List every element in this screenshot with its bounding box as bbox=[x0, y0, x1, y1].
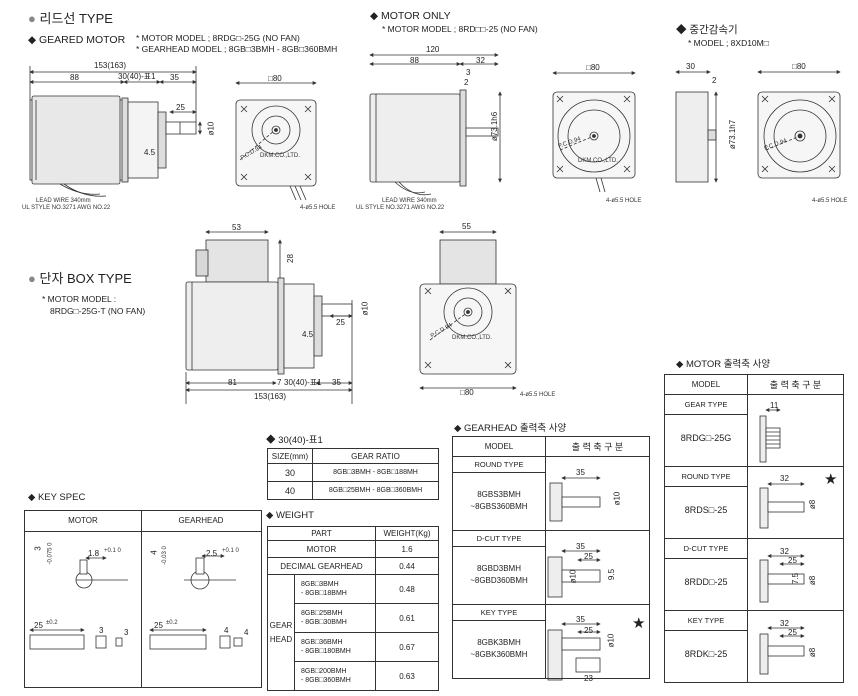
dim-35d: 35 bbox=[332, 378, 341, 387]
dim-55: 55 bbox=[462, 222, 471, 231]
bullet-dot-icon: ● bbox=[28, 11, 36, 26]
brand-label-d: DKM.CO.,LTD. bbox=[452, 335, 492, 341]
gear-ratio-table: SIZE(mm) GEAR RATIO 30 8GB□3BMH - 8GB□18… bbox=[267, 448, 439, 500]
table-row: GEAR TYPE 8RDG□-25G bbox=[664, 394, 844, 467]
terminal-box-model-2: 8RDG□-25G-T (NO FAN) bbox=[50, 306, 146, 316]
lead-wire-type-heading: ● 리드선 TYPE bbox=[28, 11, 113, 26]
dim-81: 81 bbox=[228, 378, 237, 387]
dim-120: 120 bbox=[426, 45, 440, 54]
motor-shaft-title: ◆ MOTOR 출력축 사양 bbox=[676, 359, 771, 370]
gearhead-model: * GEARHEAD MODEL ; 8GB□3BMH - 8GB□360BMH bbox=[136, 44, 338, 54]
diamond-icon: ◆ bbox=[676, 359, 684, 370]
geared-motor-side-view bbox=[29, 66, 202, 197]
dim-overall-d: 153(163) bbox=[254, 392, 287, 401]
diamond-icon: ◆ bbox=[28, 492, 36, 503]
diamond-icon: ◆ bbox=[266, 435, 276, 446]
terminal-box-side-view bbox=[185, 230, 353, 404]
dim-square-d: □80 bbox=[460, 388, 474, 397]
geared-motor-front-view bbox=[235, 81, 317, 201]
brand-label-b: DKM.CO.,LTD. bbox=[578, 158, 618, 164]
lead-note-2b: UL STYLE NO.3271 AWG NO.22 bbox=[356, 205, 445, 211]
dim-30c: 30 bbox=[686, 62, 695, 71]
geared-motor-heading: ◆ GEARED MOTOR bbox=[28, 34, 126, 46]
dim-2c: 2 bbox=[712, 76, 717, 85]
weight-title: ◆ WEIGHT bbox=[266, 510, 314, 521]
key-spec-box: MOTOR GEARHEAD bbox=[24, 510, 262, 688]
key-spec-title: ◆ KEY SPEC bbox=[28, 492, 86, 503]
table1-title: ◆ 30(40)-표1 bbox=[266, 435, 323, 446]
motor-only-side-view bbox=[369, 53, 502, 196]
motor-only-model: * MOTOR MODEL ; 8RD□□-25 (NO FAN) bbox=[382, 24, 538, 34]
decimal-gearhead-front-view bbox=[757, 70, 841, 179]
decimal-gearhead-heading: ◆ 중간감속기 bbox=[676, 24, 738, 36]
motor-only-front-view bbox=[552, 71, 636, 193]
dim-square-b: □80 bbox=[586, 63, 600, 72]
dim-overall: 153(163) bbox=[94, 61, 127, 70]
table-row: 40 8GB□25BMH - 8GB□360BMH bbox=[267, 481, 439, 500]
dim-53: 53 bbox=[232, 223, 241, 232]
dim-4-5: 4.5 bbox=[144, 148, 156, 157]
decimal-gearhead-model: * MODEL ; 8XD10M□ bbox=[688, 38, 769, 48]
dim-32: 32 bbox=[476, 56, 485, 65]
dim-square: □80 bbox=[268, 74, 282, 83]
terminal-box-front-view bbox=[419, 230, 517, 390]
gearhead-shaft-title: ◆ GEARHEAD 출력축 사양 bbox=[454, 423, 567, 434]
bullet-dot-icon: ● bbox=[28, 271, 36, 286]
dim-shaft: ø10 bbox=[206, 121, 216, 136]
brand-label: DKM.CO.,LTD. bbox=[260, 153, 300, 159]
hole-label-c: 4-ø5.5 HOLE bbox=[812, 198, 848, 204]
hole-label-d: 4-ø5.5 HOLE bbox=[520, 392, 556, 398]
decimal-gearhead-side-view bbox=[675, 70, 718, 183]
motor-shaft-table: MODEL 출 력 축 구 분 GEAR TYPE 8RDG□-25G ROUN… bbox=[664, 374, 844, 683]
dim-shaft-d: ø10 bbox=[360, 301, 370, 316]
gearhead-shaft-table: MODEL 출 력 축 구 분 ROUND TYPE 8GBS3BMH ~8GB… bbox=[452, 436, 650, 679]
hole-label-b: 4-ø5.5 HOLE bbox=[606, 198, 642, 204]
motor-only-heading: ◆ MOTOR ONLY bbox=[370, 10, 451, 22]
key-spec-drawings bbox=[29, 554, 243, 650]
geared-motor-model: * MOTOR MODEL ; 8RDG□-25G (NO FAN) bbox=[136, 33, 300, 43]
table-row: GEAR HEAD 8GB□3BMH - 8GB□18BMH 0.48 bbox=[267, 574, 439, 691]
dim-3: 3 bbox=[466, 68, 471, 77]
table-row: KEY TYPE 8RDK□-25 bbox=[664, 610, 844, 683]
dim-25d: 25 bbox=[336, 318, 345, 327]
terminal-box-heading: ● 단자 BOX TYPE bbox=[28, 271, 132, 286]
dim-shaft-h7: ø73.1h7 bbox=[728, 119, 738, 150]
terminal-box-model-1: * MOTOR MODEL : bbox=[42, 294, 117, 304]
dim-35: 35 bbox=[170, 73, 179, 82]
dim-30-40: 30(40)-표1 bbox=[118, 72, 156, 81]
dim-7: 7 bbox=[277, 378, 282, 387]
dim-25: 25 bbox=[176, 103, 185, 112]
diamond-icon: ◆ bbox=[266, 510, 274, 521]
table-row: ROUND TYPE 8RDS□-25 bbox=[664, 466, 844, 539]
table-row: DECIMAL GEARHEAD 0.44 bbox=[267, 557, 439, 575]
dim-shaft-h6: ø73.1h6 bbox=[490, 111, 500, 142]
table-row: 8GB□200BMH - 8GB□360BMH 0.63 bbox=[268, 661, 439, 691]
diamond-icon: ◆ bbox=[370, 10, 379, 22]
weight-table: PART WEIGHT(Kg) MOTOR 1.6 DECIMAL GEARHE… bbox=[267, 526, 439, 691]
table-row: D-CUT TYPE 8RDD□-25 bbox=[664, 538, 844, 611]
dim-88b: 88 bbox=[410, 56, 419, 65]
dim-2: 2 bbox=[464, 78, 469, 87]
hole-label: 4-ø5.5 HOLE bbox=[300, 205, 336, 211]
lead-note-2: UL STYLE NO.3271 AWG NO.22 bbox=[22, 205, 111, 211]
dim-4-5d: 4.5 bbox=[302, 330, 314, 339]
diamond-icon: ◆ bbox=[28, 34, 37, 46]
table-row: KEY TYPE 8GBK3BMH ~8GBK360BMH bbox=[452, 604, 650, 679]
table-row: MOTOR 1.6 bbox=[267, 540, 439, 558]
diamond-icon: ◆ bbox=[454, 423, 462, 434]
table-row: ROUND TYPE 8GBS3BMH ~8GBS360BMH bbox=[452, 456, 650, 531]
diamond-icon: ◆ bbox=[676, 24, 687, 36]
dim-square-c: □80 bbox=[792, 62, 806, 71]
table-row: 30 8GB□3BMH - 8GB□188MH bbox=[267, 463, 439, 482]
table-row: D-CUT TYPE 8GBD3BMH ~8GBD360BMH bbox=[452, 530, 650, 605]
lead-note-1: LEAD WIRE 340mm bbox=[36, 198, 91, 204]
dim-88: 88 bbox=[70, 73, 79, 82]
star-icon: ★ bbox=[824, 471, 838, 488]
dim-28: 28 bbox=[285, 254, 295, 263]
dim-30-40d: 30(40)-표1 bbox=[284, 378, 322, 387]
star-icon: ★ bbox=[632, 615, 646, 632]
lead-note-1b: LEAD WIRE 340mm bbox=[382, 198, 437, 204]
